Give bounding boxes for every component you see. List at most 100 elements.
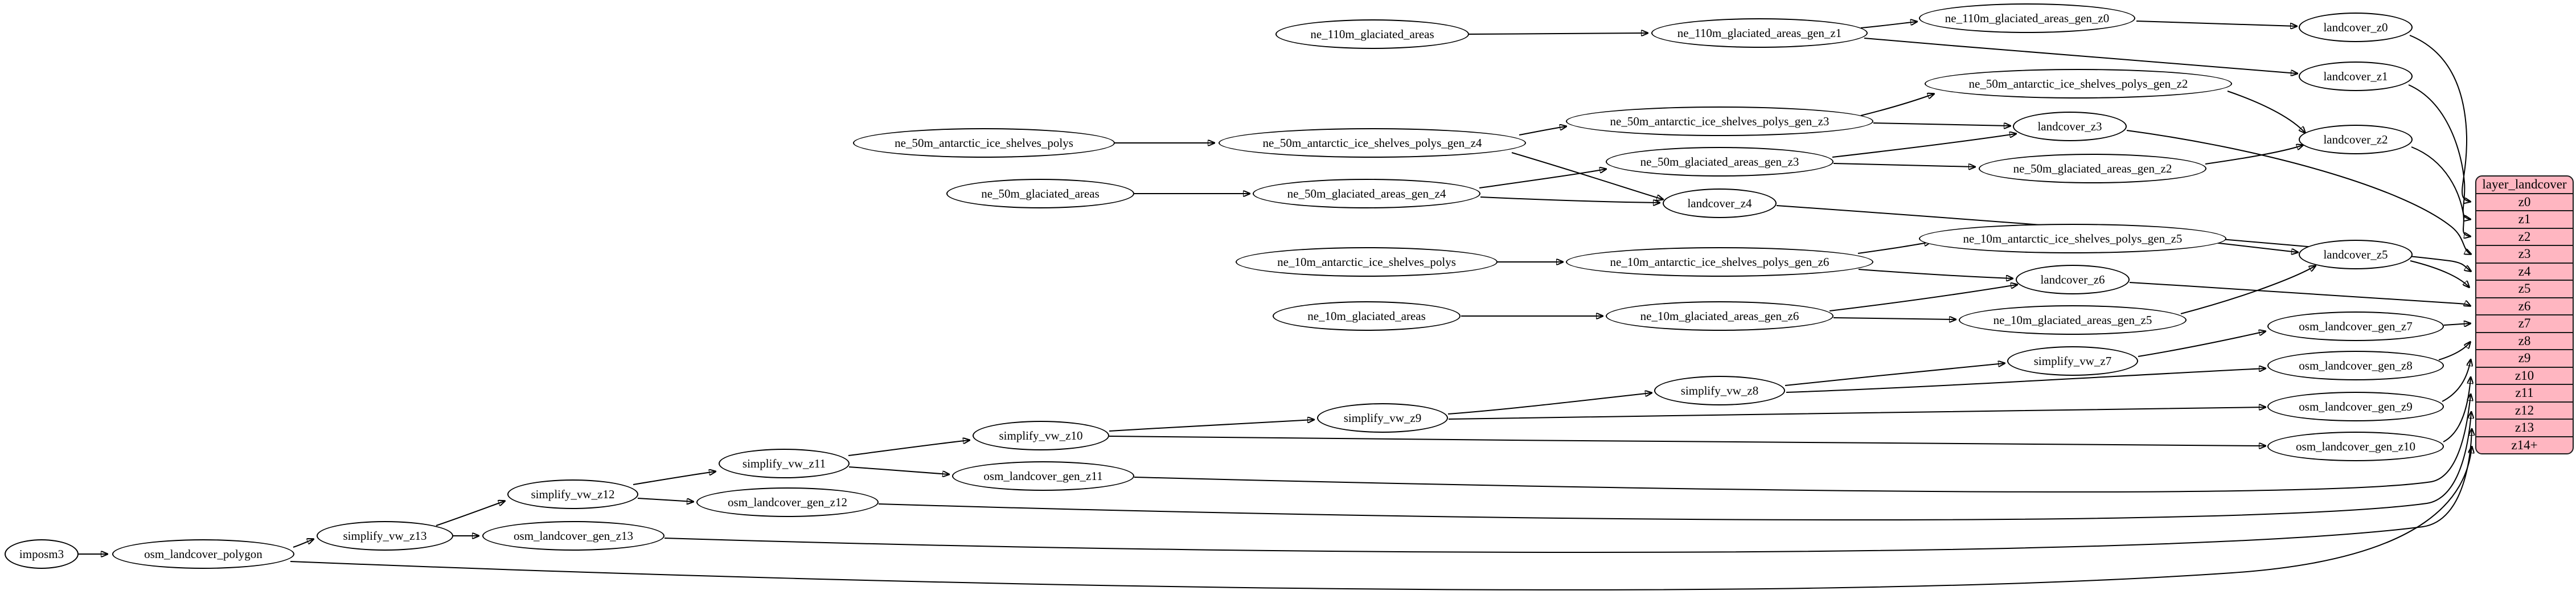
node-ne-10m-glaciated-areas-gen-z6: ne_10m_glaciated_areas_gen_z6 — [1606, 301, 1833, 331]
edge-genz2g-lcz2 — [2205, 145, 2303, 165]
edge-svw7-genz7 — [2138, 331, 2265, 357]
edge-lcz2-rowz2 — [2411, 146, 2470, 236]
node-ne-50m-glaciated-areas-gen-z4: ne_50m_glaciated_areas_gen_z4 — [1253, 179, 1480, 208]
table-row-z13: z13 — [2476, 419, 2573, 436]
node-landcover-z4: landcover_z4 — [1663, 188, 1777, 218]
edge-genz3a-genz2a — [1860, 94, 1934, 116]
edge-genz6a-genz5a — [1857, 242, 1930, 254]
edge-polygon-svw13 — [293, 539, 313, 548]
table-row-z8: z8 — [2476, 331, 2573, 350]
node-osm-landcover-gen-z8: osm_landcover_gen_z8 — [2267, 351, 2444, 380]
edge-genz3g-lcz3 — [1832, 134, 2016, 158]
edge-svw11-svw10 — [848, 440, 969, 456]
node-ne-50m-glaciated-areas-gen-z2: ne_50m_glaciated_areas_gen_z2 — [1979, 154, 2206, 183]
edge-lcz6-rowz6 — [2129, 282, 2470, 306]
node-osm-landcover-gen-z13: osm_landcover_gen_z13 — [482, 521, 664, 551]
node-ne-10m-antarctic-ice-shelves-polys-gen-z6: ne_10m_antarctic_ice_shelves_polys_gen_z… — [1566, 247, 1873, 277]
edge-genz13-rowz13 — [664, 429, 2472, 553]
edge-lcz0-rowz0 — [2409, 35, 2470, 202]
edge-svw12-genz12 — [637, 498, 693, 502]
node-simplify-vw-z7: simplify_vw_z7 — [2007, 346, 2138, 376]
node-ne-10m-antarctic-ice-shelves-polys: ne_10m_antarctic_ice_shelves_polys — [1236, 247, 1498, 277]
edge-svw9-genz9 — [1448, 407, 2265, 420]
node-imposm3: imposm3 — [5, 539, 79, 569]
node-ne-50m-glaciated-areas: ne_50m_glaciated_areas — [946, 179, 1134, 208]
table-row-z10: z10 — [2476, 366, 2573, 384]
edge-genz5g-lcz5 — [2180, 266, 2315, 314]
node-ne-50m-glaciated-areas-gen-z3: ne_50m_glaciated_areas_gen_z3 — [1606, 147, 1833, 177]
edge-svw10-genz10 — [1109, 436, 2265, 446]
node-osm-landcover-gen-z11: osm_landcover_gen_z11 — [952, 461, 1134, 491]
table-row-z1: z1 — [2476, 210, 2573, 228]
table-row-z0: z0 — [2476, 192, 2573, 211]
table-row-z11: z11 — [2476, 384, 2573, 401]
edge-genz5a-lcz5 — [2213, 242, 2298, 252]
node-ne-50m-antarctic-ice-shelves-polys-gen-z2: ne_50m_antarctic_ice_shelves_polys_gen_z… — [1925, 69, 2232, 99]
edge-svw10-svw9 — [1109, 420, 1314, 432]
edge-lcz4-rowz4 — [1776, 205, 2471, 271]
node-ne-110m-glaciated-areas-gen-z0: ne_110m_glaciated_areas_gen_z0 — [1919, 3, 2135, 33]
node-simplify-vw-z9: simplify_vw_z9 — [1317, 403, 1448, 433]
node-osm-landcover-gen-z7: osm_landcover_gen_z7 — [2267, 311, 2444, 341]
node-landcover-z5: landcover_z5 — [2299, 240, 2413, 269]
edge-genz4a-genz3a — [1519, 126, 1566, 136]
node-ne-50m-antarctic-ice-shelves-polys-gen-z3: ne_50m_antarctic_ice_shelves_polys_gen_z… — [1566, 106, 1873, 136]
edge-svw12-svw11 — [633, 471, 715, 485]
node-ne-10m-glaciated-areas-gen-z5: ne_10m_glaciated_areas_gen_z5 — [1959, 305, 2187, 335]
node-ne-110m-glaciated-areas-gen-z1: ne_110m_glaciated_areas_gen_z1 — [1651, 18, 1868, 48]
node-simplify-vw-z11: simplify_vw_z11 — [719, 449, 850, 478]
edge-genz10-rowz10 — [2443, 378, 2471, 442]
node-ne-50m-antarctic-ice-shelves-polys-gen-z4: ne_50m_antarctic_ice_shelves_polys_gen_z… — [1219, 128, 1526, 158]
edge-genz9-rowz9 — [2442, 360, 2471, 402]
edge-genz4g-genz3g — [1479, 169, 1606, 188]
edge-genz6a-lcz6 — [1858, 269, 2012, 278]
edge-svw11-genz11 — [848, 466, 949, 474]
edge-svw9-svw8 — [1447, 393, 1651, 415]
node-ne-110m-glaciated-areas: ne_110m_glaciated_areas — [1275, 19, 1469, 49]
table-row-z6: z6 — [2476, 297, 2573, 315]
edge-svw8-svw7 — [1785, 363, 2004, 386]
edge-genz3a-lcz3 — [1873, 122, 2010, 126]
edge-group — [79, 20, 2472, 591]
node-simplify-vw-z13: simplify_vw_z13 — [317, 521, 453, 551]
table-row-z2: z2 — [2476, 227, 2573, 245]
edge-ne110-genz1 — [1469, 33, 1647, 34]
edge-genz11-rowz11 — [1134, 395, 2471, 493]
layer-landcover-table-title: layer_landcover — [2482, 177, 2567, 192]
table-row-z5: z5 — [2476, 280, 2573, 297]
edge-genz7-rowz7 — [2443, 323, 2470, 325]
node-simplify-vw-z10: simplify_vw_z10 — [973, 421, 1109, 450]
edge-genz6g-genz5g — [1833, 318, 1955, 319]
edge-svw13-svw12 — [436, 501, 504, 526]
node-landcover-z0: landcover_z0 — [2299, 13, 2413, 42]
edge-genz4g-lcz4 — [1480, 196, 1659, 203]
edge-genz3g-genz2g — [1833, 163, 1975, 167]
edge-genz12-rowz12 — [878, 412, 2471, 521]
edge-genz4a-lcz4 — [1511, 152, 1663, 199]
edge-lcz5-rowz5 — [2410, 260, 2469, 287]
edge-lcz1-rowz1 — [2408, 84, 2470, 219]
node-osm-landcover-gen-z9: osm_landcover_gen_z9 — [2267, 392, 2444, 421]
edge-genz1-genz0 — [1860, 22, 1917, 28]
edge-genz1-lcz1 — [1864, 38, 2297, 73]
edge-genz6g-lcz6 — [1829, 285, 2017, 311]
edge-polygon-rowz14 — [290, 447, 2472, 591]
node-landcover-z3: landcover_z3 — [2013, 112, 2127, 141]
node-landcover-z6: landcover_z6 — [2016, 265, 2130, 294]
edge-svw8-genz8 — [1786, 368, 2265, 393]
node-osm-landcover-polygon: osm_landcover_polygon — [112, 539, 294, 569]
edge-lcz3-rowz3 — [2126, 130, 2471, 254]
node-ne-10m-glaciated-areas: ne_10m_glaciated_areas — [1273, 301, 1461, 331]
table-row-z3: z3 — [2476, 245, 2573, 263]
edge-genz0-lcz0 — [2136, 20, 2296, 26]
table-row-z4: z4 — [2476, 262, 2573, 280]
table-row-z9: z9 — [2476, 349, 2573, 367]
table-row-z14plus: z14+ — [2476, 436, 2573, 454]
table-row-z12: z12 — [2476, 401, 2573, 419]
node-ne-10m-antarctic-ice-shelves-polys-gen-z5: ne_10m_antarctic_ice_shelves_polys_gen_z… — [1919, 224, 2226, 253]
node-landcover-z1: landcover_z1 — [2299, 61, 2413, 91]
node-simplify-vw-z8: simplify_vw_z8 — [1654, 376, 1785, 405]
node-osm-landcover-gen-z12: osm_landcover_gen_z12 — [696, 487, 879, 517]
node-ne-50m-antarctic-ice-shelves-polys: ne_50m_antarctic_ice_shelves_polys — [853, 128, 1115, 158]
